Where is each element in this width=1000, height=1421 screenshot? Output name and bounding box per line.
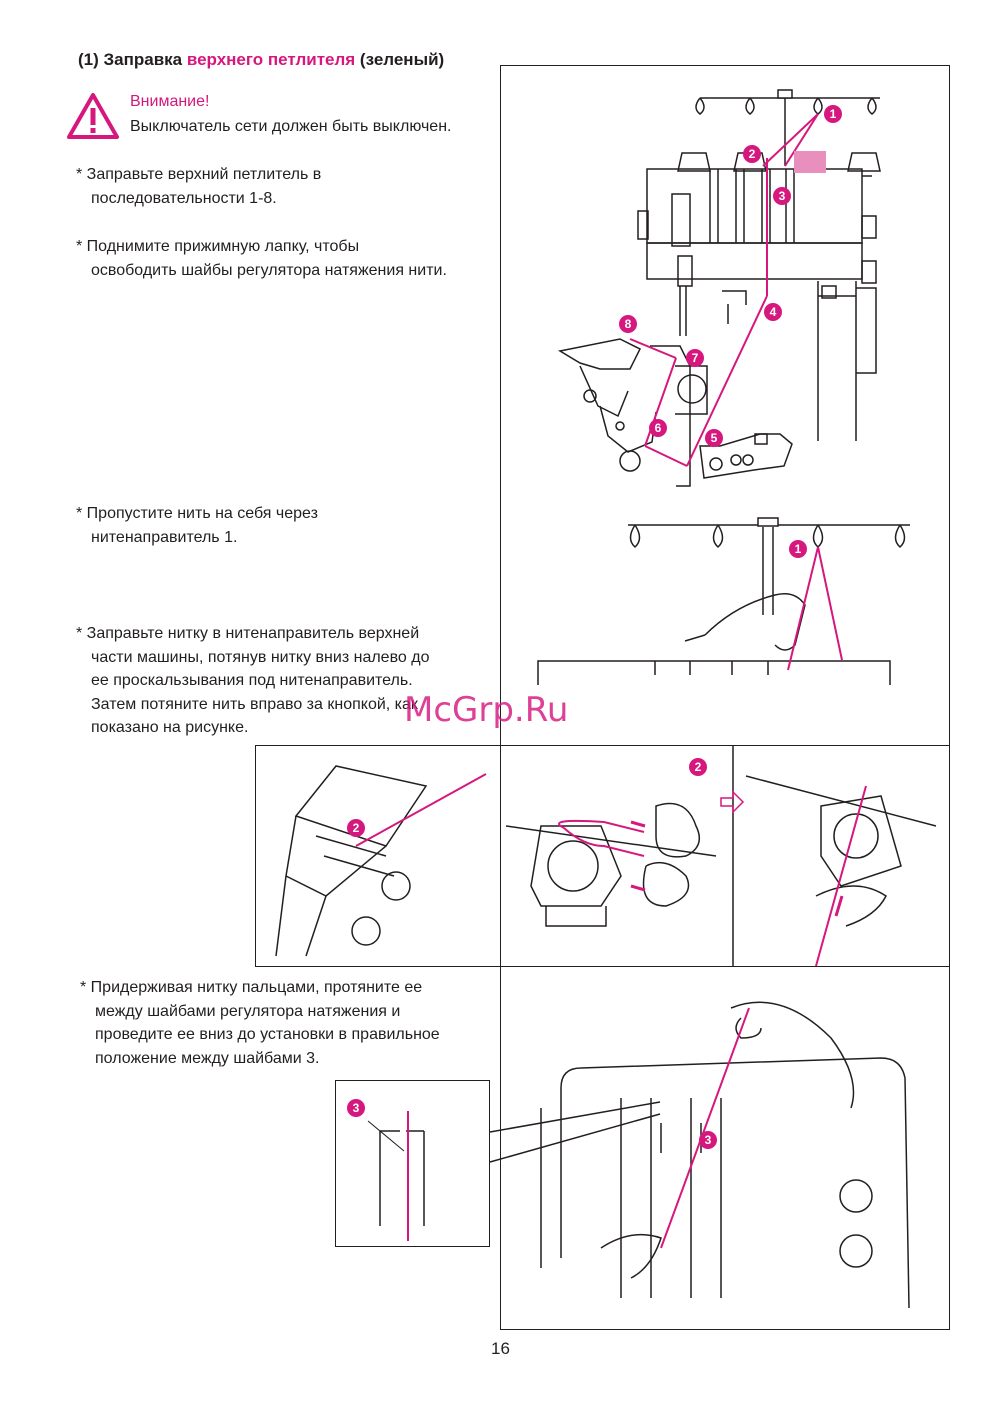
warning-heading: Внимание! [130,93,210,110]
inset-marker: 3 [353,1101,360,1115]
instruction-2: * Поднимите прижимную лапку, чтобы освоб… [76,238,447,279]
final-marker: 3 [705,1133,712,1147]
marker-7: 7 [692,351,699,365]
washer-placement-diagram: 3 [540,1001,910,1309]
washer-inset-diagram: 3 [347,1099,425,1241]
illustration-frame [500,65,950,1330]
spool-guide-diagram: 1 [537,517,910,685]
marker-5: 5 [711,431,718,445]
instruction-5: * Придерживая нитку пальцами, протяните … [80,979,440,1067]
marker-1: 1 [830,107,837,121]
section-title: (1) Заправка верхнего петлителя (зеленый… [78,50,445,69]
warning-text: Выключатель сети должен быть выключен. [130,118,452,135]
marker-2: 2 [749,147,756,161]
instruction-3: * Пропустите нить на себя через нитенапр… [76,505,318,546]
marker-6: 6 [655,421,662,435]
tension-detail-frame [255,745,950,967]
tension-detail-diagram: 2 2 [275,746,937,966]
spool-marker: 1 [795,542,802,556]
marker-8: 8 [625,317,632,331]
watermark: McGrp.Ru [404,690,569,730]
inset-connector [489,1101,661,1163]
page-number: 16 [491,1339,510,1358]
marker-3: 3 [779,189,786,203]
marker-4: 4 [770,305,777,319]
instruction-4: * Заправьте нитку в нитенаправитель верх… [76,625,430,736]
tension-marker-left: 2 [353,821,360,835]
warning-triangle-icon [67,93,119,139]
threading-diagram: 1 2 3 4 5 6 7 8 [557,89,881,487]
tension-marker-right: 2 [695,760,702,774]
instruction-1: * Заправьте верхний петлитель в последов… [76,166,322,207]
